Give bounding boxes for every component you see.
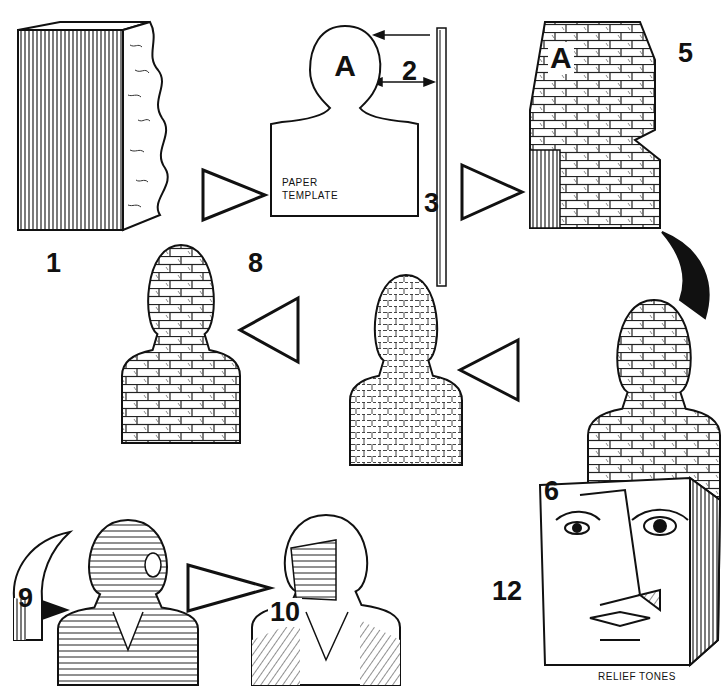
callout-number: 2 — [402, 58, 417, 85]
paper-template: A PAPER TEMPLATE — [268, 24, 422, 218]
template-caption: PAPER TEMPLATE — [282, 176, 342, 202]
caption-label: RELIEF TONES — [598, 672, 676, 682]
callout-number: 9 — [18, 585, 33, 612]
callout-number: 1 — [46, 250, 61, 277]
callout-number: 10 — [268, 598, 302, 627]
callout-number: A — [548, 42, 574, 74]
callout-number: 6 — [544, 478, 559, 505]
callout-number: 5 — [678, 40, 693, 67]
template-letter: A — [334, 51, 356, 81]
callout-number: 3 — [424, 190, 439, 217]
callout-number: 8 — [248, 250, 263, 277]
callout-number: 12 — [492, 578, 522, 605]
